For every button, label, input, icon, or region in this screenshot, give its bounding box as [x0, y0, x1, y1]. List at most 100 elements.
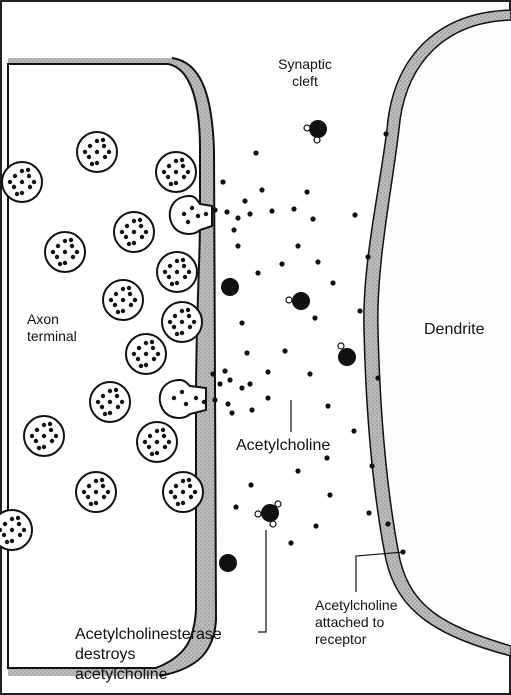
vesicle-transmitter-dot	[190, 206, 194, 210]
acetylcholine-molecule	[229, 410, 234, 415]
enzyme-molecule	[286, 292, 310, 310]
esterase-label-line1: Acetylcholinesterase	[75, 626, 222, 643]
enzyme-molecules	[219, 120, 356, 572]
vesicle-transmitter-dot	[202, 400, 206, 404]
acetylcholine-molecule	[279, 261, 284, 266]
acetylcholine-molecule	[242, 198, 247, 203]
esterase-label-line3: acetylcholine	[75, 666, 168, 683]
acetylcholine-molecule	[288, 540, 293, 545]
acetylcholine-molecule	[212, 207, 217, 212]
synaptic-vesicle	[90, 382, 130, 422]
axon-terminal-label-line2: terminal	[27, 328, 77, 344]
synaptic-vesicle	[103, 280, 143, 320]
synaptic-vesicle	[156, 152, 196, 192]
synaptic-vesicle	[114, 212, 154, 252]
acetylcholine-molecule	[224, 209, 229, 214]
acetylcholine-molecule	[231, 227, 236, 232]
esterase-label-line2: destroys	[75, 646, 135, 663]
synaptic-vesicle	[76, 472, 116, 512]
acetylcholine-molecule	[307, 371, 312, 376]
acetylcholine-molecule	[247, 211, 252, 216]
acetylcholine-molecule	[220, 179, 225, 184]
axon-terminal-label-line1: Axon	[27, 311, 59, 327]
acetylcholine-molecule	[265, 369, 270, 374]
acetylcholine-molecule	[315, 259, 320, 264]
acetylcholine-molecule	[225, 401, 230, 406]
acetylcholine-molecule	[291, 206, 296, 211]
dendrite-label: Dendrite	[424, 321, 485, 338]
synaptic-cleft-label-line1: Synaptic	[278, 56, 332, 72]
acetylcholine-molecule	[239, 320, 244, 325]
acetylcholine-molecule	[233, 504, 238, 509]
acetylcholine-molecule	[357, 308, 362, 313]
acetylcholine-molecule	[366, 510, 371, 515]
acetylcholine-molecule	[385, 521, 390, 526]
vesicle-transmitter-dot	[196, 214, 200, 218]
acetylcholine-molecule	[239, 385, 244, 390]
acetylcholine-molecule	[352, 212, 357, 217]
acetylcholine-molecule	[248, 482, 253, 487]
enzyme-molecule	[338, 343, 356, 366]
vesicle-transmitter-dot	[184, 402, 188, 406]
acetylcholine-molecule	[310, 216, 315, 221]
vesicle-transmitter-dot	[182, 212, 186, 216]
synaptic-vesicle	[162, 302, 202, 342]
vesicle-transmitter-dot	[194, 396, 198, 400]
acetylcholine-molecule	[330, 280, 335, 285]
acetylcholine-molecule	[369, 463, 374, 468]
acetylcholine-molecule	[304, 189, 309, 194]
acetylcholine-molecule	[222, 368, 227, 373]
acetylcholine-molecule	[247, 381, 252, 386]
synaptic-vesicle	[0, 510, 32, 550]
acetylcholine-molecule	[269, 208, 274, 213]
vesicle-transmitter-dot	[172, 396, 176, 400]
acetylcholine-molecule	[249, 407, 254, 412]
synaptic-cleft-label-line2: cleft	[292, 73, 318, 89]
acetylcholine-molecule	[282, 348, 287, 353]
acetylcholine-molecule	[235, 215, 240, 220]
enzyme-molecule	[221, 278, 239, 296]
acetylcholine-molecule	[365, 254, 370, 259]
receptor-label-line1: Acetylcholine	[315, 597, 398, 613]
acetylcholine-molecule	[312, 315, 317, 320]
synaptic-vesicle	[77, 132, 117, 172]
acetylcholine-molecule	[255, 270, 260, 275]
acetylcholine-molecule	[325, 403, 330, 408]
acetylcholine-molecule	[327, 492, 332, 497]
receptor-label-line2: attached to	[315, 614, 384, 630]
synaptic-vesicle	[2, 162, 42, 202]
acetylcholine-molecule	[295, 468, 300, 473]
acetylcholine-molecule	[259, 187, 264, 192]
acetylcholine-molecule	[217, 381, 222, 386]
synaptic-vesicle	[24, 416, 64, 456]
acetylcholine-molecule	[351, 428, 356, 433]
acetylcholine-molecule	[244, 350, 249, 355]
vesicle-transmitter-dot	[186, 220, 190, 224]
receptor-label-line3: receptor	[315, 631, 367, 647]
synaptic-vesicle	[137, 422, 177, 462]
synaptic-vesicle	[45, 232, 85, 272]
acetylcholine-molecule	[253, 150, 258, 155]
vesicle-transmitter-dot	[204, 212, 208, 216]
synaptic-vesicle	[126, 334, 166, 374]
acetylcholine-molecule	[212, 397, 217, 402]
acetylcholine-molecule	[210, 371, 215, 376]
synaptic-vesicle	[163, 472, 203, 512]
acetylcholine-molecule	[313, 523, 318, 528]
acetylcholine-molecule	[324, 455, 329, 460]
esterase-leader	[258, 530, 266, 632]
acetylcholine-molecule	[235, 243, 240, 248]
acetylcholine-molecule	[227, 377, 232, 382]
acetylcholine-molecule	[383, 131, 388, 136]
vesicle-transmitter-dot	[180, 390, 184, 394]
synaptic-vesicle	[157, 252, 197, 292]
acetylcholine-molecule	[375, 375, 380, 380]
acetylcholine-molecule	[265, 395, 270, 400]
enzyme-molecule	[219, 554, 237, 572]
enzyme-molecule	[304, 120, 327, 143]
acetylcholine-label: Acetylcholine	[236, 437, 330, 454]
acetylcholine-molecule	[295, 243, 300, 248]
enzyme-molecule	[255, 501, 281, 527]
